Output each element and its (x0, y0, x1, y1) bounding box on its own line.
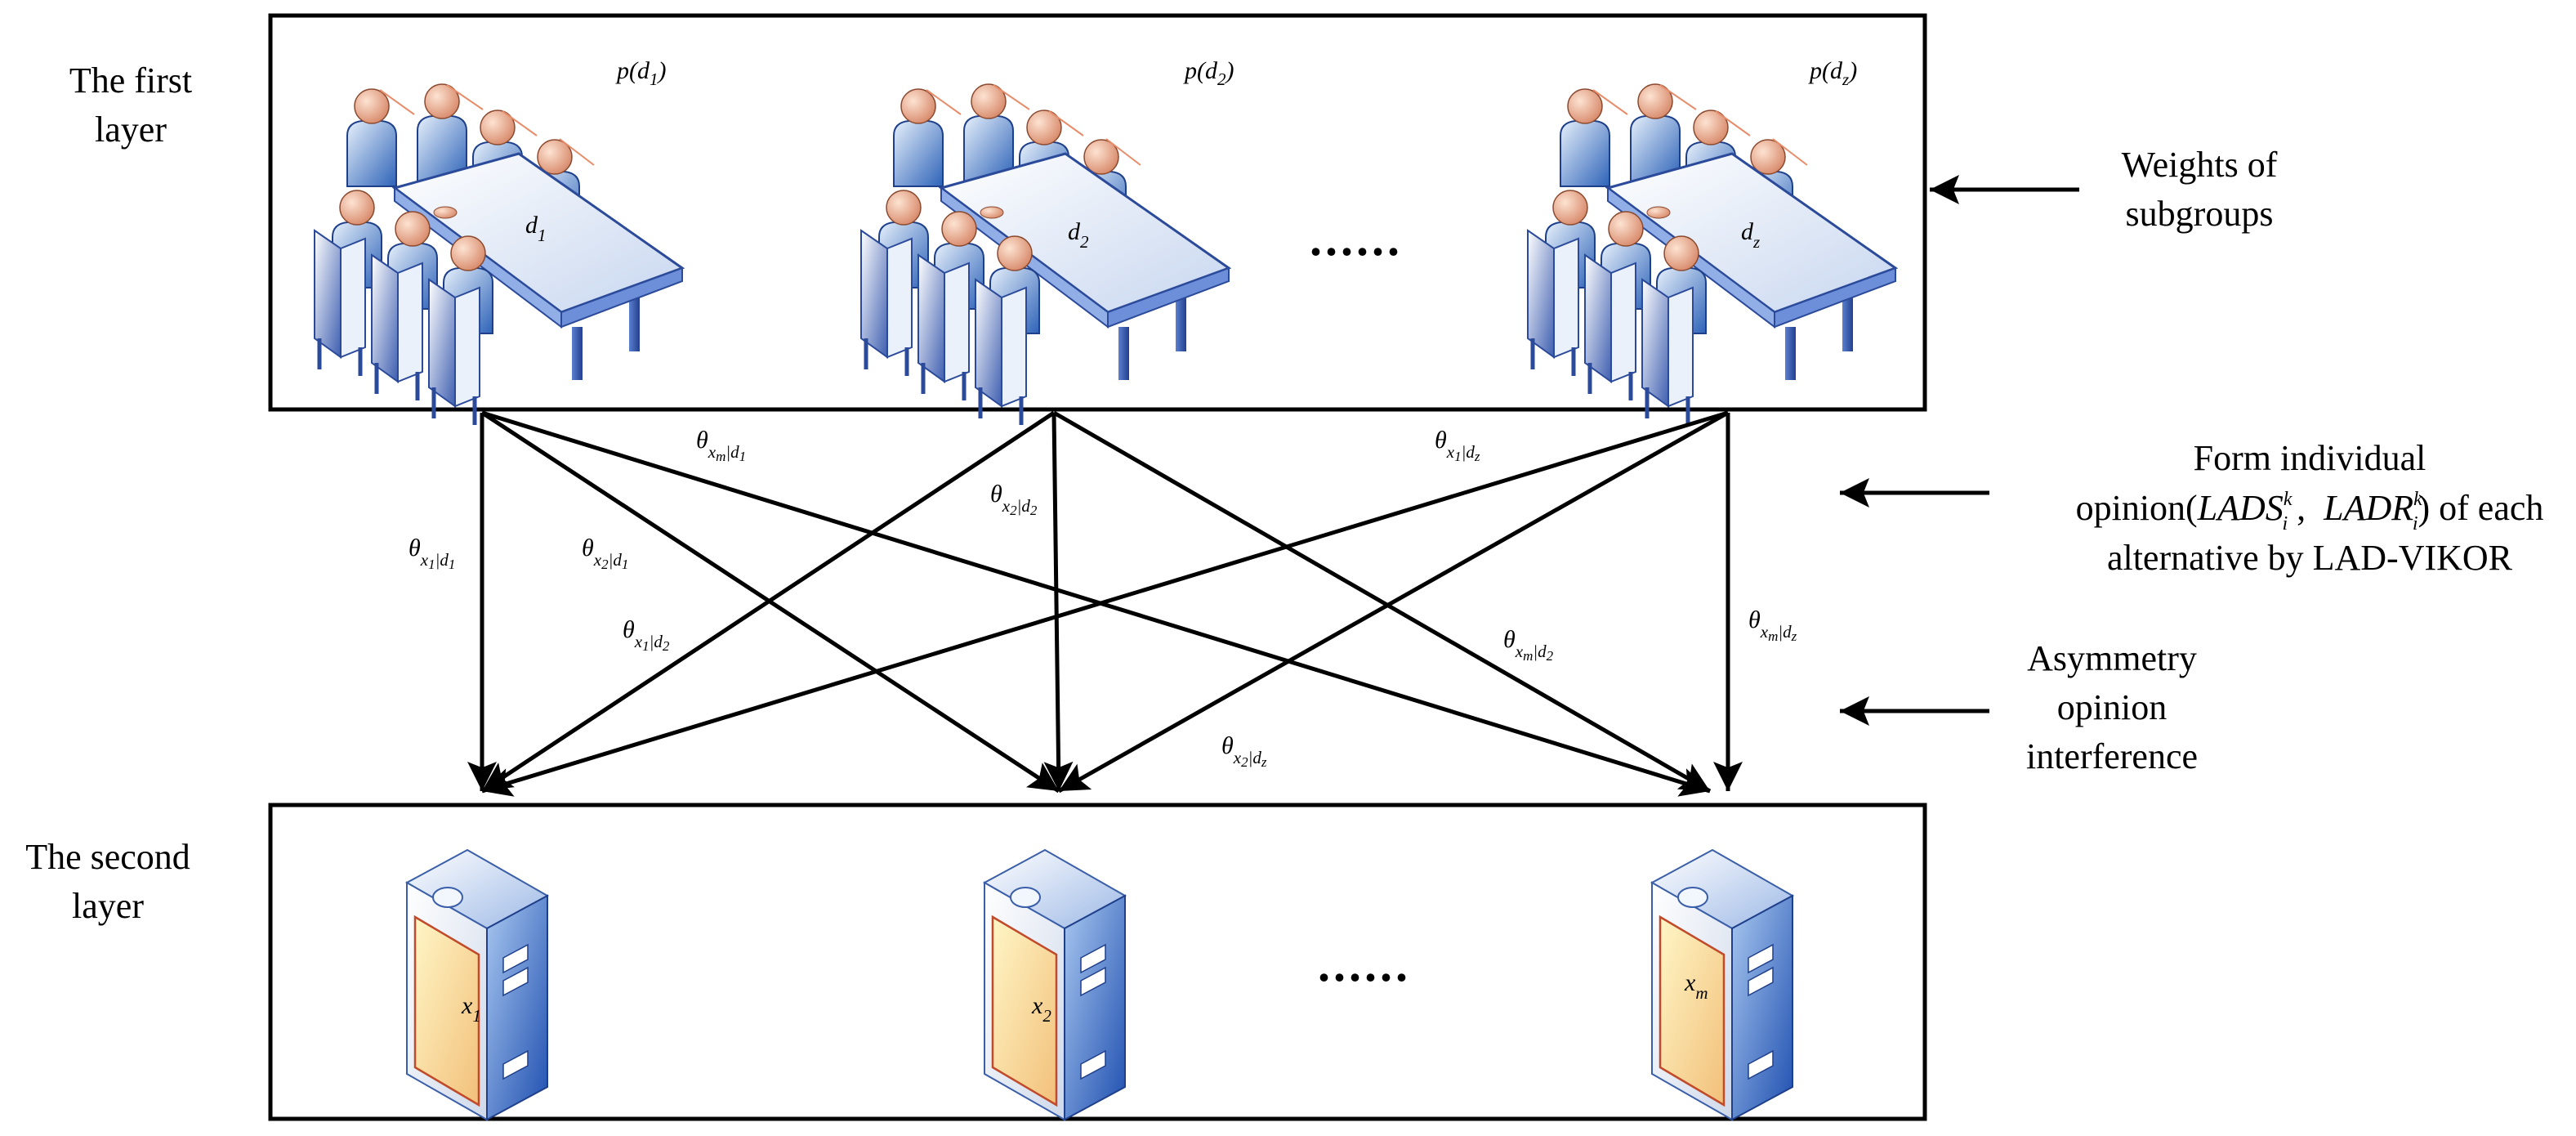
asymmetry-line1: Asymmetry (2027, 638, 2197, 678)
meeting-icon-2 (861, 84, 1229, 425)
alternative-label-x2: x2 (1031, 992, 1051, 1026)
edge-d1-xm (481, 410, 1711, 797)
edge-label-x2-dz: θx2|dz (1221, 732, 1267, 770)
weight-label-dz: p(dz) (1808, 57, 1857, 89)
asymmetry-line2: opinion (2057, 687, 2167, 727)
weight-label-d1: p(d1) (615, 57, 667, 89)
form-opinion-line1: Form individual (2194, 438, 2426, 478)
cabinet-icon-1 (405, 848, 549, 1121)
second-layer-box (268, 803, 1927, 1121)
asymmetry-line3: interference (2026, 736, 2198, 776)
edge-d2-xm (1052, 410, 1712, 794)
first-layer-label-line2: layer (95, 110, 167, 150)
meeting-icon-3 (1528, 84, 1895, 425)
edge-label-xm-dz: θxm|dz (1748, 606, 1797, 644)
cabinet-icon-3 (1650, 848, 1794, 1121)
subgroups-ellipsis: ...... (1310, 212, 1403, 266)
cabinet-icon-2 (983, 848, 1127, 1121)
second-layer-label-line2: layer (72, 886, 144, 926)
weights-label-line2: subgroups (2126, 194, 2274, 234)
edge-label-x1-d2: θx1|d2 (623, 616, 670, 654)
edge-d2-x2 (1043, 412, 1074, 792)
edge-label-x1-d1: θx1|d1 (408, 534, 455, 572)
alternatives-ellipsis: ...... (1318, 937, 1411, 991)
edge-label-xm-d1: θxm|d1 (696, 427, 746, 464)
edge-label-xm-d2: θxm|d2 (1503, 626, 1554, 664)
edge-label-x1-dz: θx1|dz (1435, 427, 1480, 464)
form-opinion-line3: alternative by LAD-VIKOR (2107, 538, 2513, 578)
alternative-label-x1: x1 (461, 992, 481, 1026)
subgroup-label-d2: d2 (1068, 218, 1089, 252)
edge-d2-x1 (480, 410, 1056, 794)
first-layer-label-line1: The first (69, 60, 192, 101)
first-layer-box (268, 13, 1927, 412)
edge-label-x2-d2: θx2|d2 (990, 481, 1038, 518)
alternative-label-xm: xm (1684, 969, 1708, 1003)
subgroup-label-dz: dz (1741, 218, 1760, 252)
weights-label-line1: Weights of (2122, 145, 2278, 185)
edge-dz-x1 (481, 410, 1729, 797)
subgroup-label-d1: d1 (525, 212, 547, 245)
second-layer-label-line1: The second (25, 837, 190, 877)
weight-label-d2: p(d2) (1183, 57, 1234, 89)
meeting-icon-1 (315, 84, 682, 425)
edge-label-x2-d1: θx2|d1 (582, 534, 628, 572)
edge-dz-x2 (1057, 410, 1730, 794)
